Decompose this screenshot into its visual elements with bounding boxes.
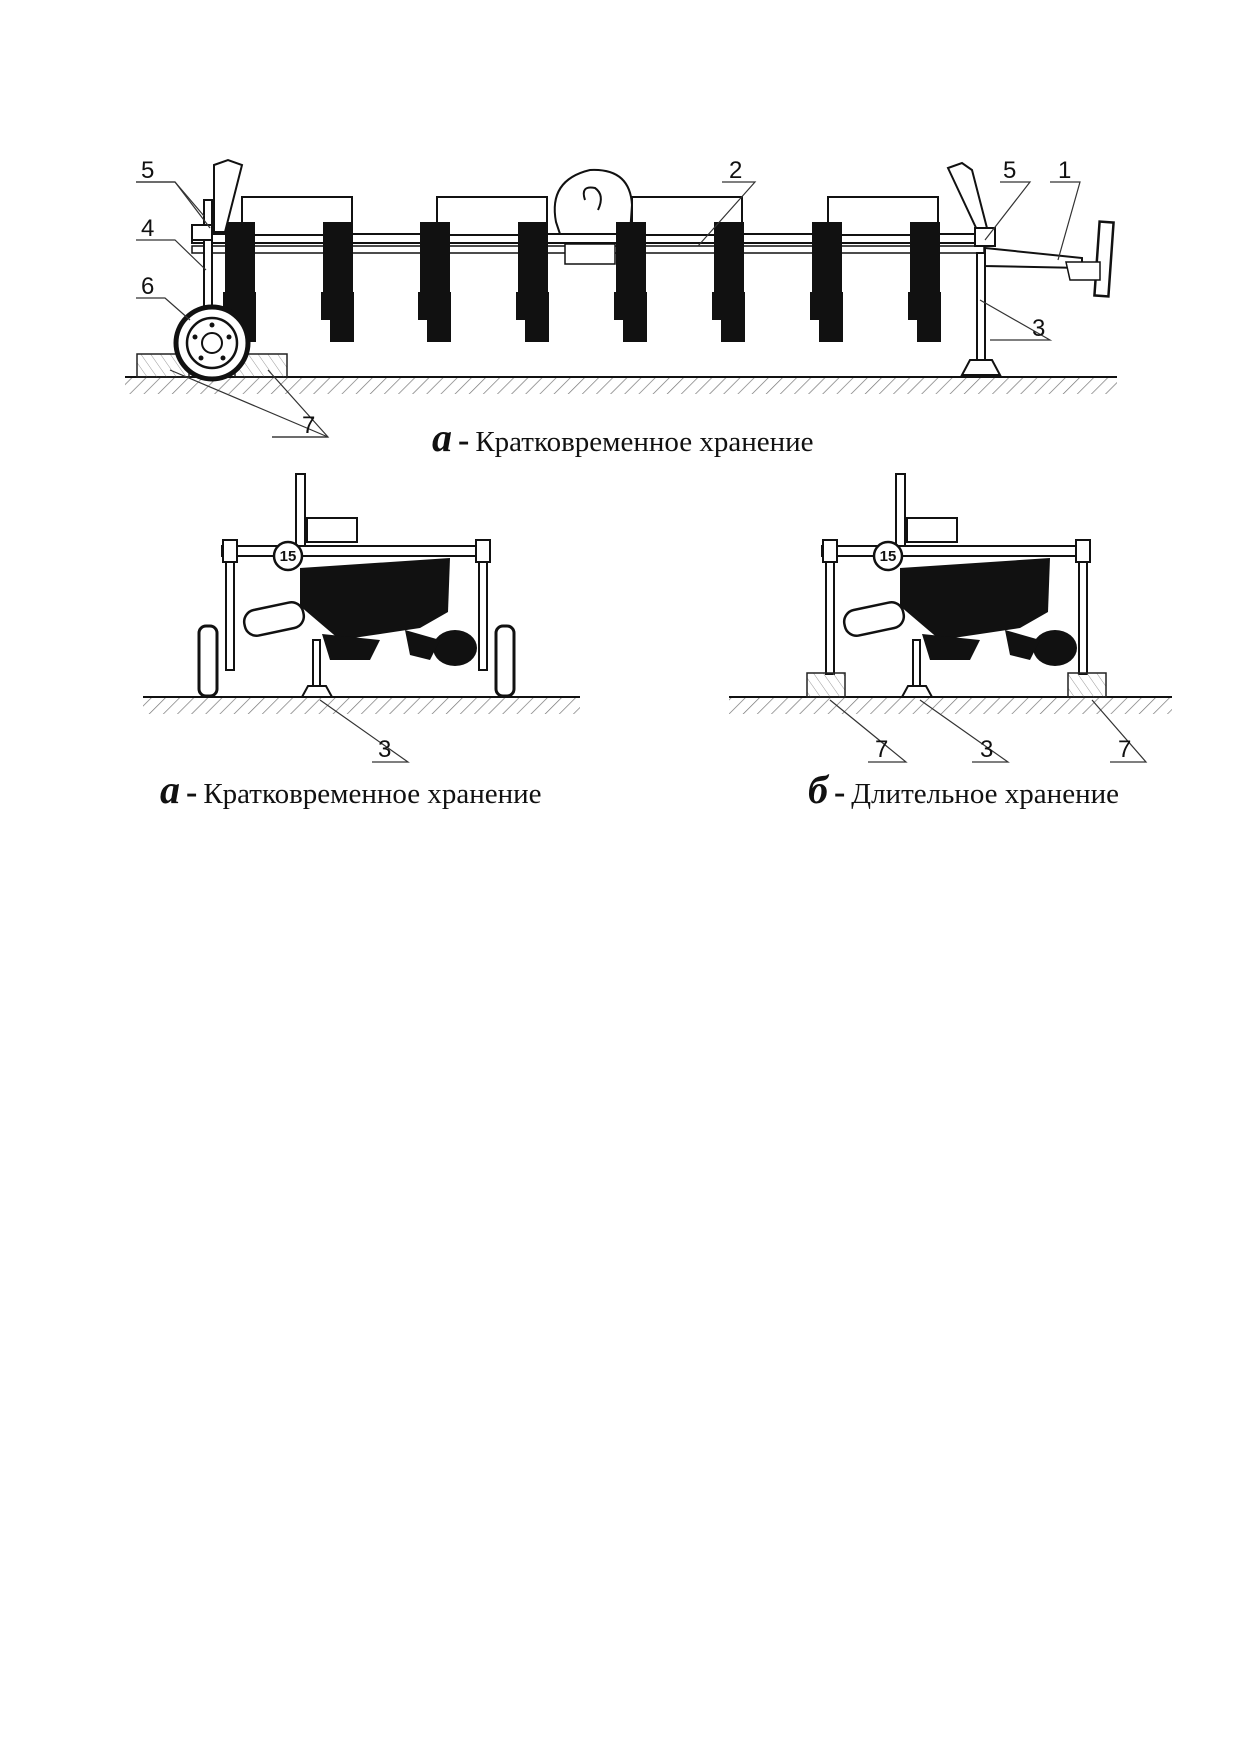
callout-2: 2 — [729, 157, 742, 184]
left-marker-bracket — [213, 158, 244, 233]
leg-left — [825, 561, 835, 675]
section-6 — [712, 222, 745, 342]
frame-beam — [821, 545, 1091, 557]
callout-5-left: 5 — [141, 157, 154, 184]
figure-left-front-view-wheels: 15 3 — [143, 473, 580, 763]
upright-post — [895, 473, 906, 555]
drawbar-hitch-plate — [1093, 220, 1115, 298]
leader-line-3 — [319, 699, 410, 763]
upright-post — [295, 473, 306, 555]
caption-dash: - — [458, 422, 470, 459]
ground-hatch — [143, 697, 580, 714]
caption-right: б-Длительное хранение — [808, 770, 1119, 810]
section-3 — [418, 222, 451, 342]
right-marker-bracket — [946, 161, 990, 233]
section-5 — [614, 222, 647, 342]
callout-7: 7 — [302, 412, 315, 439]
parking-stand-foot — [900, 685, 934, 698]
wooden-block-right — [1067, 672, 1107, 698]
seeding-section-side — [900, 558, 1077, 666]
parking-stand-foot — [300, 685, 334, 698]
leader-lines-top — [136, 181, 1081, 438]
wheel-leg-right — [478, 561, 488, 671]
left-hitch — [191, 224, 213, 241]
hopper — [906, 517, 958, 543]
leader-lines-right — [829, 699, 1148, 763]
figure-top-side-view: 5 4 6 2 5 1 3 7 — [125, 157, 1117, 439]
callouts-top: 5 4 6 2 5 1 3 7 — [141, 157, 1071, 439]
right-hitch — [974, 227, 996, 247]
leg-right — [1078, 561, 1088, 675]
caption-letter: б — [808, 767, 828, 812]
callout-1: 1 — [1058, 157, 1071, 184]
wheel-right — [494, 624, 516, 698]
callout-7-left: 7 — [875, 736, 888, 763]
frame-end-right — [1075, 539, 1091, 563]
section-7 — [810, 222, 843, 342]
frame-end-right — [475, 539, 491, 563]
hitch-bracket — [1065, 261, 1101, 281]
caption-left: а-Кратковременное хранение — [160, 770, 542, 810]
callout-5-right: 5 — [1003, 157, 1016, 184]
support-wheel — [173, 304, 251, 382]
wooden-block-left — [806, 672, 846, 698]
frame-end-left — [822, 539, 838, 563]
fan-cylinder — [842, 601, 906, 637]
caption-letter: а — [160, 767, 180, 812]
section-8 — [908, 222, 941, 342]
ground-hatch — [729, 697, 1172, 714]
callout-3: 3 — [378, 736, 391, 763]
caption-dash: - — [186, 774, 198, 811]
callout-6: 6 — [141, 273, 154, 300]
frame-end-left — [222, 539, 238, 563]
ground-hatch — [125, 377, 1117, 394]
caption-top: а-Кратковременное хранение — [432, 418, 814, 458]
number-plate-label: 15 — [880, 548, 897, 565]
wheel-left — [197, 624, 219, 698]
frame-beam — [221, 545, 491, 557]
callout-4: 4 — [141, 215, 154, 242]
parking-stand-leg — [976, 252, 986, 366]
number-plate-label: 15 — [280, 548, 297, 565]
parking-stand-foot — [960, 359, 1002, 376]
fan-unit — [553, 168, 634, 265]
callout-7-right: 7 — [1118, 736, 1131, 763]
hopper — [306, 517, 358, 543]
caption-text: Кратковременное хранение — [475, 426, 814, 458]
caption-text: Кратковременное хранение — [203, 778, 542, 810]
number-plate-badge — [872, 540, 904, 572]
section-4 — [516, 222, 549, 342]
caption-dash: - — [833, 774, 846, 811]
section-2 — [321, 222, 354, 342]
caption-text: Длительное хранение — [851, 778, 1119, 810]
caption-letter: а — [432, 415, 452, 460]
number-plate-badge — [272, 540, 304, 572]
seeding-section-side — [300, 558, 477, 666]
callout-3: 3 — [980, 736, 993, 763]
figure-right-front-view-blocks: 15 7 3 7 — [729, 473, 1172, 763]
fan-cylinder — [242, 601, 306, 637]
callout-3: 3 — [1032, 315, 1045, 342]
wheel-leg-left — [225, 561, 235, 671]
